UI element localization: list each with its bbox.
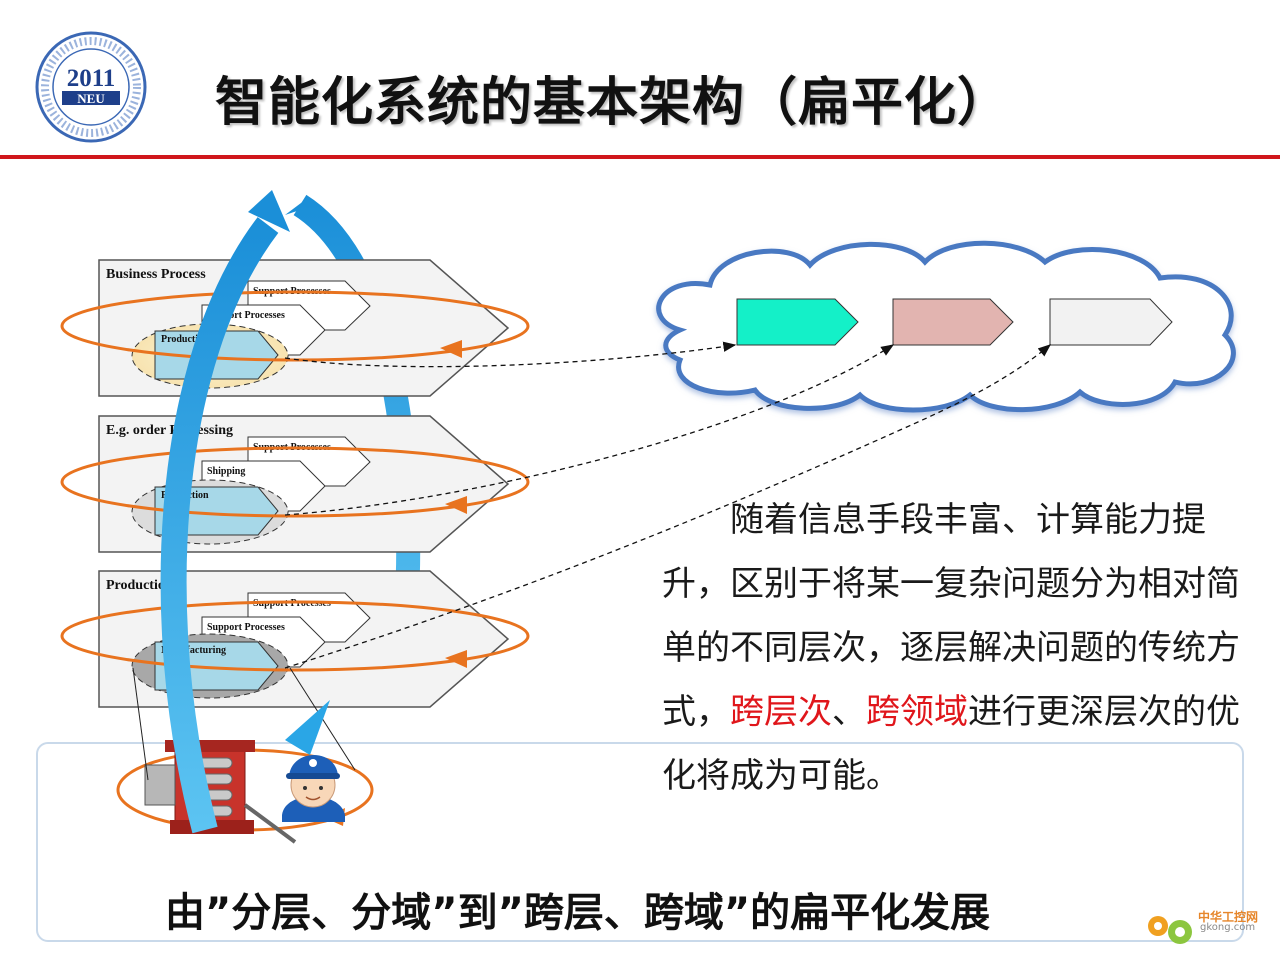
cycle-arrowhead-top (248, 190, 290, 232)
highlight-cross-domain: 跨领域 (866, 692, 968, 732)
summary-caption: 由”分层、分域”到”跨层、跨域”的扁平化发展 (165, 890, 991, 936)
shipping-label: Shipping (207, 466, 245, 477)
worker-icon (282, 755, 345, 822)
rolling-mill-icon (144, 740, 297, 844)
paragraph-separator: 、 (832, 692, 866, 732)
cycle-arrowhead-bottom (285, 700, 330, 755)
orbit-ring-3 (60, 600, 530, 672)
layer-business-process: Business Process Support Processes Suppo… (98, 259, 510, 397)
connector-layer1 (284, 341, 737, 368)
cloud-box-teal (736, 298, 859, 346)
layer-label: Business Process (106, 267, 206, 282)
watermark-url: gkong.com (1200, 922, 1256, 933)
logo-year: 2011 (67, 65, 116, 92)
layer-label: Production (106, 578, 173, 593)
highlight-cross-layer: 跨层次 (730, 692, 832, 732)
bottom-panel (36, 742, 1244, 942)
funnel-line-left (132, 667, 149, 781)
neu-logo: 2011 NEU (35, 31, 147, 143)
cloud-box-grey (1049, 298, 1173, 346)
description-paragraph: 随着信息手段丰富、计算能力提升，区别于将某一复杂问题分为相对简单的不同层次，逐层… (662, 488, 1252, 808)
core-label: Manufacturing (161, 645, 226, 656)
orbit-ring-2 (60, 446, 530, 518)
layer-production: Production Support Processes Support Pro… (98, 570, 510, 708)
layer-order-processing: E.g. order Processing Support Processes … (98, 415, 510, 553)
title-divider (0, 155, 1280, 159)
cloud-box-pink (892, 298, 1014, 346)
logo-abbr: NEU (77, 91, 105, 106)
watermark-name: 中华工控网 (1198, 910, 1259, 924)
gear-icon (1148, 916, 1192, 944)
support-processes-label: Support Processes (207, 310, 285, 321)
cycle-arrow-up (160, 217, 279, 834)
dashed-connectors (284, 341, 1051, 669)
core-label: Production (161, 334, 209, 345)
connector-layer2 (284, 344, 895, 516)
layer-label: E.g. order Processing (106, 423, 233, 438)
paragraph-text: 随着信息手段丰富、计算能力提升，区别于将某一复杂问题分为相对简单的不同层次，逐层… (662, 500, 1240, 732)
support-processes-label: Support Processes (207, 622, 285, 633)
page-title: 智能化系统的基本架构（扁平化） (215, 73, 1011, 133)
paragraph-text-end: 进行更深层次的优化将成为可能。 (662, 692, 1240, 796)
connector-layer3 (284, 344, 1051, 669)
